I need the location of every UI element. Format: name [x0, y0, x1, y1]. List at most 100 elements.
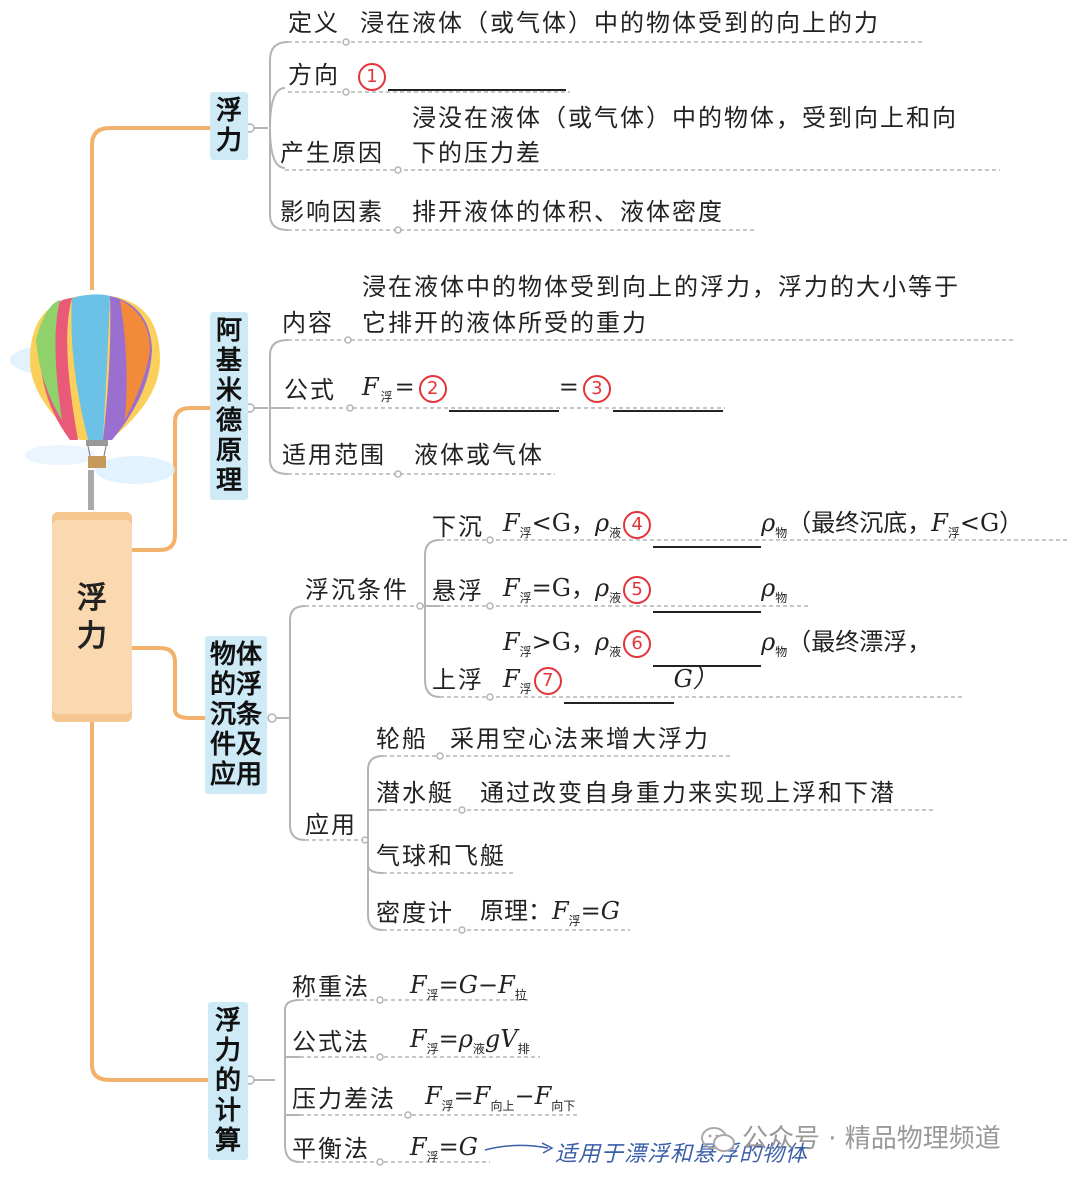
suspend-rho-subscript: 液	[609, 590, 622, 605]
cause-text-line2: 下的压力差	[412, 139, 542, 167]
rise-rho-subscript: 液	[609, 644, 622, 659]
pressure-minus: −F	[514, 1082, 552, 1110]
hydrometer-force-subscript: 浮	[568, 913, 581, 928]
formula-gv: gV	[484, 1025, 518, 1053]
hydrometer-relation: =G	[580, 897, 620, 925]
rise-force-subscript: 浮	[519, 644, 532, 659]
rise-rho2-symbol: ρ	[761, 628, 776, 656]
applications-label: 应用	[305, 811, 357, 839]
equals-sign: =	[394, 373, 417, 401]
submarine-label: 潜水艇	[376, 779, 454, 807]
sink-tail-subscript: 浮	[947, 525, 960, 540]
formula-relation: =ρ	[438, 1025, 473, 1053]
branch-sink-float: 物体的浮沉条件及应用	[205, 636, 267, 794]
rise-force2-subscript: 浮	[519, 681, 532, 696]
formula-force-subscript: 浮	[426, 1041, 439, 1056]
blank-number-7: 7	[533, 666, 562, 695]
content-text-line2: 它排开的液体所受的重力	[362, 309, 648, 337]
rise-label: 上浮	[432, 666, 484, 694]
definition-text: 浸在液体（或气体）中的物体受到的向上的力	[360, 9, 880, 37]
pressure-method-label: 压力差法	[292, 1085, 396, 1113]
sink-rho-subscript: 液	[609, 525, 622, 540]
content-label: 内容	[282, 309, 334, 337]
rise-rho2-subscript: 物	[775, 644, 788, 659]
formula-method-label: 公式法	[292, 1028, 370, 1056]
branch-calculation: 浮力的计算	[208, 1002, 248, 1160]
sink-relation: <G，	[531, 509, 595, 537]
content-text-line1: 浸在液体中的物体受到向上的浮力，浮力的大小等于	[362, 273, 960, 301]
force-symbol: F	[362, 373, 381, 401]
cause-text-line1: 浸没在液体（或气体）中的物体，受到向上和向	[412, 104, 958, 132]
weigh-force: F	[410, 971, 427, 999]
suspend-label: 悬浮	[432, 577, 484, 605]
sink-tail: （最终沉底，	[787, 509, 932, 537]
weigh-pull-subscript: 拉	[514, 987, 527, 1002]
scope-label: 适用范围	[282, 441, 386, 469]
scope-text: 液体或气体	[414, 441, 544, 469]
factors-text: 排开液体的体积、液体密度	[412, 198, 724, 226]
cause-label: 产生原因	[280, 139, 384, 167]
balance-force-subscript: 浮	[426, 1149, 439, 1164]
suspend-force-subscript: 浮	[519, 590, 532, 605]
formula-label: 公式	[284, 376, 336, 404]
weighing-method-label: 称重法	[292, 973, 370, 1001]
answer-blank-2[interactable]	[448, 388, 559, 412]
rise-force2-symbol: F	[503, 665, 520, 693]
root-title: 浮力	[52, 580, 132, 656]
sink-rho2-subscript: 物	[775, 525, 788, 540]
direction-label: 方向	[288, 61, 340, 89]
suspend-rho2-symbol: ρ	[761, 574, 776, 602]
balance-force: F	[410, 1133, 427, 1161]
weigh-force-subscript: 浮	[426, 987, 439, 1002]
root-scroll	[52, 512, 132, 722]
balance-method-formula: F浮=G	[410, 1132, 478, 1172]
hot-air-balloon-icon	[10, 294, 175, 510]
ship-text: 采用空心法来增大浮力	[450, 725, 710, 753]
rise-rho-symbol: ρ	[594, 628, 610, 656]
answer-blank-1[interactable]	[388, 67, 566, 91]
branch-buoyancy: 浮力	[210, 92, 248, 160]
rise-tail-end: G）	[673, 665, 717, 693]
answer-blank-5[interactable]	[653, 589, 762, 613]
pressure-up-subscript: 向上	[490, 1098, 515, 1113]
conditions-label: 浮沉条件	[305, 576, 409, 604]
hydrometer-label: 密度计	[376, 899, 454, 927]
blank-number-5: 5	[623, 575, 652, 604]
suspend-relation: =G，	[531, 574, 595, 602]
wechat-icon	[701, 1126, 735, 1152]
answer-blank-3[interactable]	[612, 388, 723, 412]
pressure-down-subscript: 向下	[551, 1098, 576, 1113]
weigh-relation: =G−F	[438, 971, 515, 999]
sink-force-subscript: 浮	[519, 525, 532, 540]
factors-label: 影响因素	[280, 198, 384, 226]
branch-sink-float-title: 物体的浮沉条件及应用	[209, 640, 262, 790]
branch-archimedes: 阿基米德原理	[210, 312, 248, 500]
formula-method-formula: F浮=ρ液gV排	[410, 1024, 530, 1064]
equals-sign-2: =	[558, 373, 581, 401]
branch-calculation-title: 浮力的计算	[215, 1006, 242, 1156]
sink-label: 下沉	[432, 513, 484, 541]
rise-tail: （最终漂浮，	[787, 628, 932, 656]
answer-blank-4[interactable]	[653, 524, 762, 548]
suspend-rho-symbol: ρ	[594, 574, 610, 602]
sink-force-symbol: F	[503, 509, 520, 537]
balance-method-label: 平衡法	[292, 1135, 370, 1163]
ship-label: 轮船	[376, 725, 428, 753]
sink-tail-force: F	[931, 509, 948, 537]
answer-blank-7[interactable]	[563, 680, 674, 704]
force-subscript: 浮	[380, 389, 395, 404]
balance-relation: =G	[438, 1133, 478, 1161]
watermark-text: 公众号 · 精品物理频道	[742, 1124, 1001, 1154]
suspend-rho2-subscript: 物	[775, 590, 788, 605]
answer-blank-6[interactable]	[653, 643, 762, 667]
watermark: 公众号 · 精品物理频道	[700, 1118, 1001, 1155]
blank-number-6: 6	[623, 629, 652, 658]
pressure-force: F	[425, 1082, 442, 1110]
root-label: 浮力	[77, 581, 107, 654]
hydrometer-force: F	[552, 897, 569, 925]
